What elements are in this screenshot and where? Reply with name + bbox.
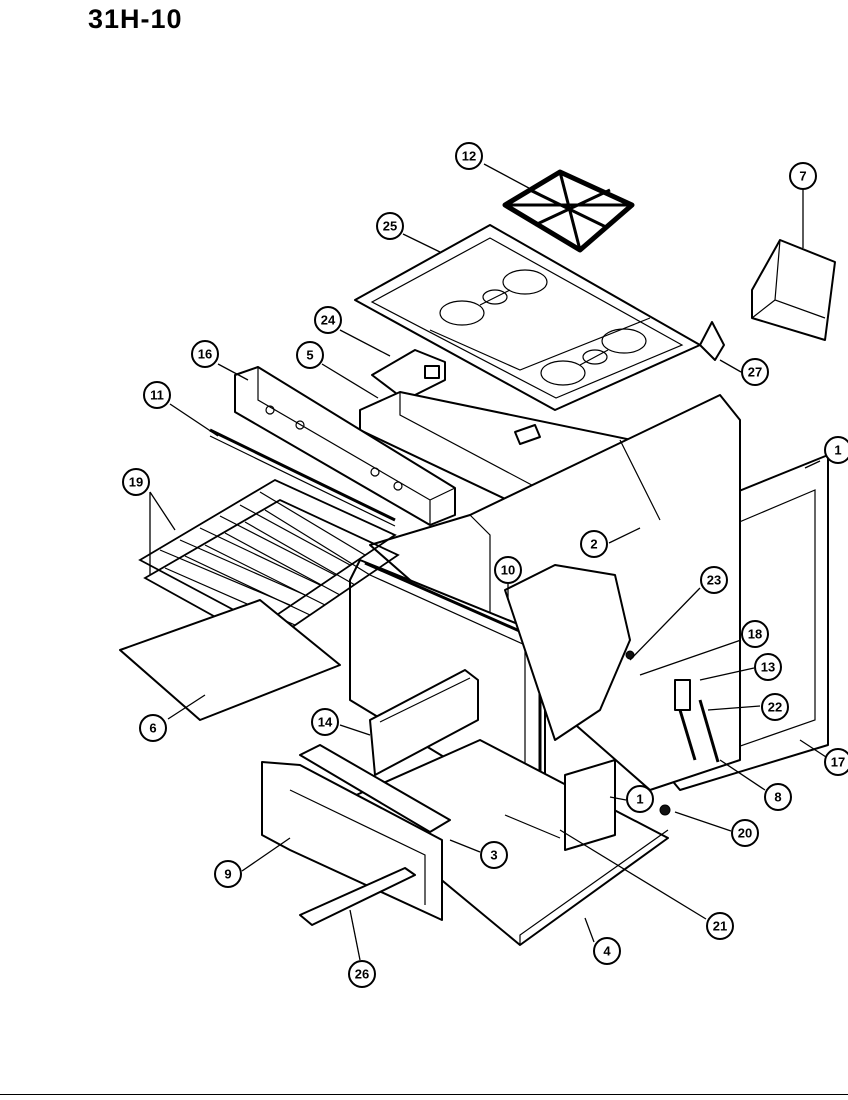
- callout-8-right: 8: [764, 783, 792, 811]
- callout-label: 26: [355, 967, 369, 982]
- callout-label: 13: [761, 660, 775, 675]
- callout-16: 16: [191, 340, 219, 368]
- callout-2: 2: [580, 530, 608, 558]
- callout-18: 18: [741, 620, 769, 648]
- callout-label: 10: [501, 563, 515, 578]
- callout-label: 5: [306, 348, 313, 363]
- callout-label: 6: [149, 721, 156, 736]
- callout-10: 10: [494, 556, 522, 584]
- callout-label: 11: [150, 388, 164, 403]
- callout-label: 2: [590, 537, 597, 552]
- bottom-rule: [0, 1094, 848, 1095]
- callout-25: 25: [376, 212, 404, 240]
- callout-label: 8: [774, 790, 781, 805]
- part-small-bits: [564, 321, 725, 851]
- callout-1-top: 1: [824, 436, 848, 464]
- callout-label: 9: [224, 867, 231, 882]
- leader-lines: [149, 163, 827, 961]
- callout-4: 4: [593, 937, 621, 965]
- callout-label: 19: [129, 475, 143, 490]
- part-grate: [502, 169, 635, 253]
- callout-3: 3: [480, 841, 508, 869]
- part-manifold: [209, 428, 396, 527]
- callout-label: 17: [831, 755, 845, 770]
- part-cooktop: [354, 224, 701, 411]
- page-title: 31H-10: [88, 4, 183, 34]
- part-burner-bracket: [371, 349, 446, 401]
- callout-label: 23: [707, 573, 721, 588]
- part-drawer-slide: [299, 867, 416, 926]
- callout-label: 14: [318, 715, 333, 730]
- callout-13: 13: [754, 653, 782, 681]
- callout-26: 26: [348, 960, 376, 988]
- callout-5: 5: [296, 341, 324, 369]
- part-oven-racks: [138, 478, 400, 647]
- callout-label: 7: [799, 169, 806, 184]
- callout-label: 4: [603, 944, 611, 959]
- callout-20: 20: [731, 819, 759, 847]
- callout-label: 1: [636, 792, 643, 807]
- callout-label: 22: [768, 700, 782, 715]
- part-rail: [299, 744, 451, 833]
- callout-label: 3: [490, 848, 497, 863]
- part-backguard: [751, 239, 836, 341]
- callout-label: 20: [738, 826, 752, 841]
- callout-label: 27: [748, 365, 762, 380]
- callout-12: 12: [455, 142, 483, 170]
- part-bottom-frame: [344, 739, 669, 946]
- part-baffle: [369, 669, 479, 776]
- callout-19: 19: [122, 468, 150, 496]
- callout-label: 24: [321, 313, 336, 328]
- callout-label: 1: [834, 443, 841, 458]
- callout-9: 9: [214, 860, 242, 888]
- callout-6: 6: [139, 714, 167, 742]
- part-broiler-pan: [119, 599, 341, 721]
- callout-11: 11: [143, 381, 171, 409]
- callout-23: 23: [700, 566, 728, 594]
- callout-label: 21: [713, 919, 727, 934]
- callout-1: 1: [626, 785, 654, 813]
- callout-27: 27: [741, 358, 769, 386]
- callout-7: 7: [789, 162, 817, 190]
- part-control-panel: [234, 366, 456, 526]
- callout-label: 25: [383, 219, 397, 234]
- callout-24: 24: [314, 306, 342, 334]
- callout-label: 16: [198, 347, 212, 362]
- callout-14: 14: [311, 708, 339, 736]
- callout-label: 12: [462, 149, 476, 164]
- callout-21: 21: [706, 912, 734, 940]
- callout-label: 18: [748, 627, 762, 642]
- callout-17: 17: [824, 748, 848, 776]
- callout-22: 22: [761, 693, 789, 721]
